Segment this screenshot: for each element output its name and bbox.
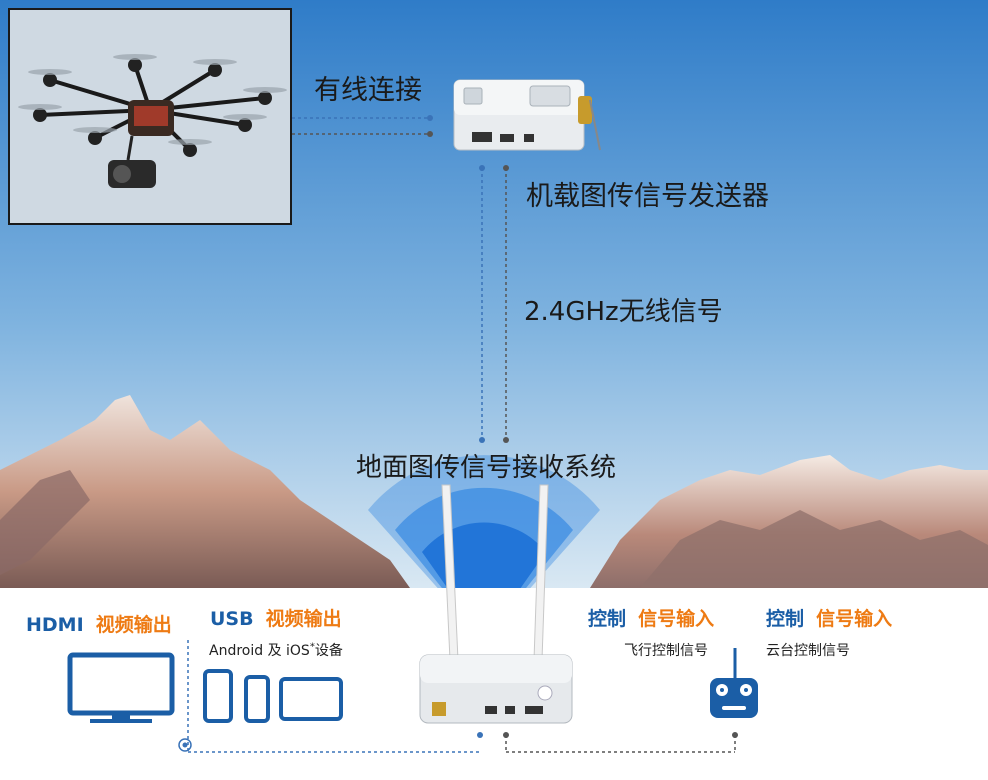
flight-control-desc: 飞行控制信号: [624, 643, 708, 659]
gimbal-control-heading: 控制 信号输入: [766, 604, 892, 631]
transmitter-label: 机载图传信号发送器: [526, 181, 769, 212]
hdmi-subtitle: 视频输出: [95, 614, 172, 636]
usb-title: USB: [210, 608, 254, 630]
drone-photo: [8, 8, 292, 225]
usb-devices-label: Android 及 iOS*设备: [209, 640, 343, 660]
usb-devices-prefix: Android 及 iOS: [209, 643, 310, 659]
hdmi-title: HDMI: [26, 614, 84, 636]
flight-control-title: 控制: [588, 608, 627, 630]
gimbal-control-subtitle: 信号输入: [816, 608, 893, 630]
wireless-signal-label: 2.4GHz无线信号: [524, 297, 723, 327]
ground-system-label: 地面图传信号接收系统: [356, 453, 617, 483]
hdmi-output-heading: HDMI 视频输出: [26, 610, 172, 637]
wired-connection-label: 有线连接: [314, 75, 422, 106]
usb-output-heading: USB 视频输出: [210, 604, 342, 631]
usb-devices-suffix: 设备: [314, 643, 343, 659]
gimbal-control-title: 控制: [766, 608, 805, 630]
octocopter-drone-icon: [10, 10, 290, 223]
flight-control-heading: 控制 信号输入: [588, 604, 714, 631]
usb-subtitle: 视频输出: [265, 608, 342, 630]
flight-control-subtitle: 信号输入: [638, 608, 715, 630]
usb-devices-mark: *: [309, 641, 315, 653]
mountain-range: [0, 395, 988, 588]
gimbal-control-desc: 云台控制信号: [766, 643, 850, 659]
